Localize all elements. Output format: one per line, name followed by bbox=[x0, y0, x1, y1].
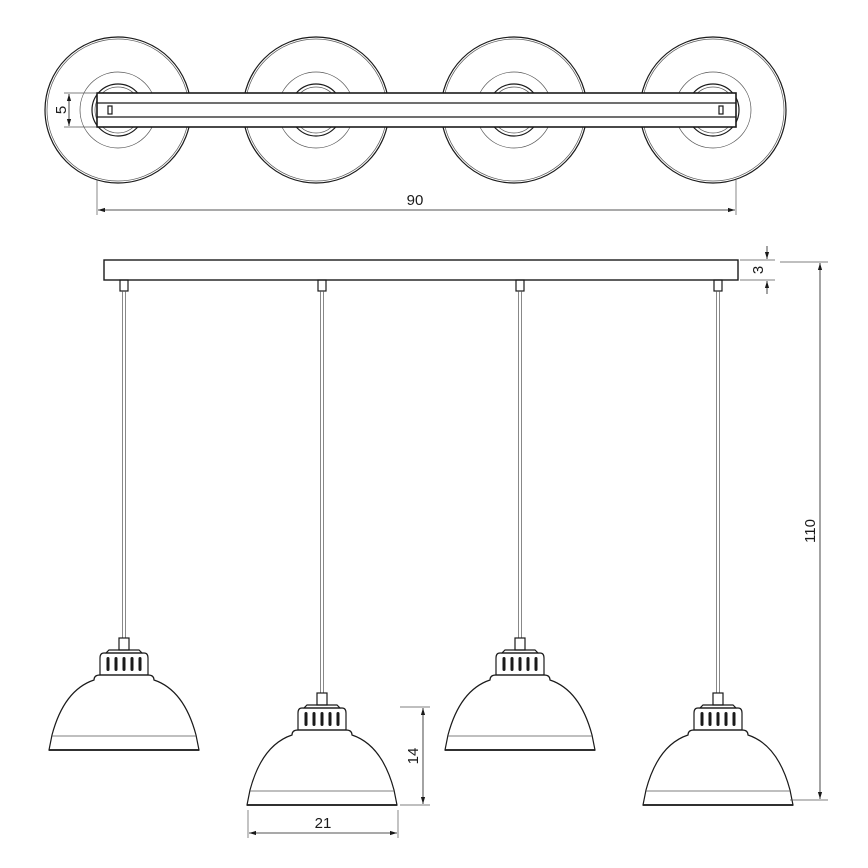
vent-slot bbox=[700, 712, 704, 726]
vent-slot bbox=[312, 712, 316, 726]
vent-slot bbox=[708, 712, 712, 726]
dimension-label-shade-diameter: 21 bbox=[315, 815, 332, 832]
dimension-label-shade-height: 14 bbox=[405, 748, 422, 765]
vent-slot bbox=[510, 657, 514, 671]
vent-slot bbox=[534, 657, 538, 671]
dimension-total-height: 110 bbox=[780, 261, 828, 801]
pendant-lamp-1 bbox=[48, 279, 200, 751]
dimension-label-canopy-height: 3 bbox=[750, 266, 767, 274]
dimension-shade-diameter: 21 bbox=[247, 810, 399, 838]
vent-slot bbox=[724, 712, 728, 726]
vent-slot bbox=[130, 657, 134, 671]
end-screw-right bbox=[718, 105, 724, 115]
vent-slot bbox=[526, 657, 530, 671]
pendant-lamp-2 bbox=[246, 279, 398, 806]
dimension-canopy-height: 3 bbox=[740, 246, 775, 294]
dimension-label-width: 5 bbox=[53, 106, 70, 114]
pendants bbox=[48, 279, 794, 806]
vent-slot bbox=[114, 657, 118, 671]
dimension-width: 5 bbox=[53, 92, 97, 128]
vent-slot bbox=[320, 712, 324, 726]
vent-slot bbox=[138, 657, 142, 671]
vent-slot bbox=[328, 712, 332, 726]
end-screw-left bbox=[107, 105, 113, 115]
pendant-lamp-4 bbox=[642, 279, 794, 806]
pendant-lamp-3 bbox=[444, 279, 596, 751]
vent-slot bbox=[336, 712, 340, 726]
dimension-length: 90 bbox=[96, 180, 737, 215]
vent-slot bbox=[732, 712, 736, 726]
dimension-label-total-height: 110 bbox=[802, 519, 819, 543]
canopy bbox=[103, 259, 739, 281]
top-bar bbox=[96, 92, 737, 128]
vent-slot bbox=[304, 712, 308, 726]
vent-slot bbox=[518, 657, 522, 671]
dimension-label-length: 90 bbox=[407, 192, 424, 209]
vent-slot bbox=[502, 657, 506, 671]
vent-slot bbox=[122, 657, 126, 671]
vent-slot bbox=[716, 712, 720, 726]
vent-slot bbox=[106, 657, 110, 671]
dimension-shade-height: 14 bbox=[400, 706, 430, 806]
